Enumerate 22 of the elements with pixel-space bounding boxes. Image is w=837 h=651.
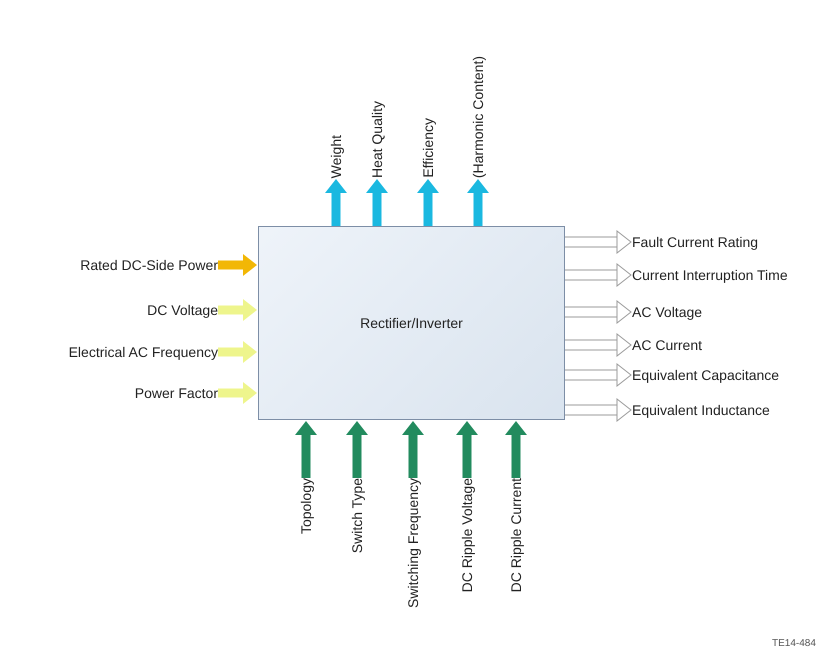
output-label: Weight [328,134,344,178]
output-label: Heat Quality [369,100,385,178]
output-label: AC Voltage [632,304,702,320]
figure-id: TE14-484 [772,637,816,651]
output-label: Equivalent Inductance [632,402,770,418]
output-label: Efficiency [420,118,436,178]
output-label: Fault Current Rating [632,234,758,250]
output-label: (Harmonic Content) [470,56,486,178]
input-label: Switch Type [349,478,365,554]
output-label: Equivalent Capacitance [632,367,780,383]
input-label: Switching Frequency [405,478,421,608]
input-label: DC Ripple Voltage [459,478,475,592]
box-title: Rectifier/Inverter [360,315,463,331]
output-label: AC Current [632,337,702,353]
output-label: Current Interruption Time [632,267,788,283]
input-label: Electrical AC Frequency [68,344,218,360]
input-label: Power Factor [134,385,218,401]
process-box [258,226,565,420]
input-label: DC Voltage [147,302,218,318]
input-label: Topology [298,478,314,534]
input-label: Rated DC-Side Power [80,257,218,273]
input-label: DC Ripple Current [508,478,524,592]
